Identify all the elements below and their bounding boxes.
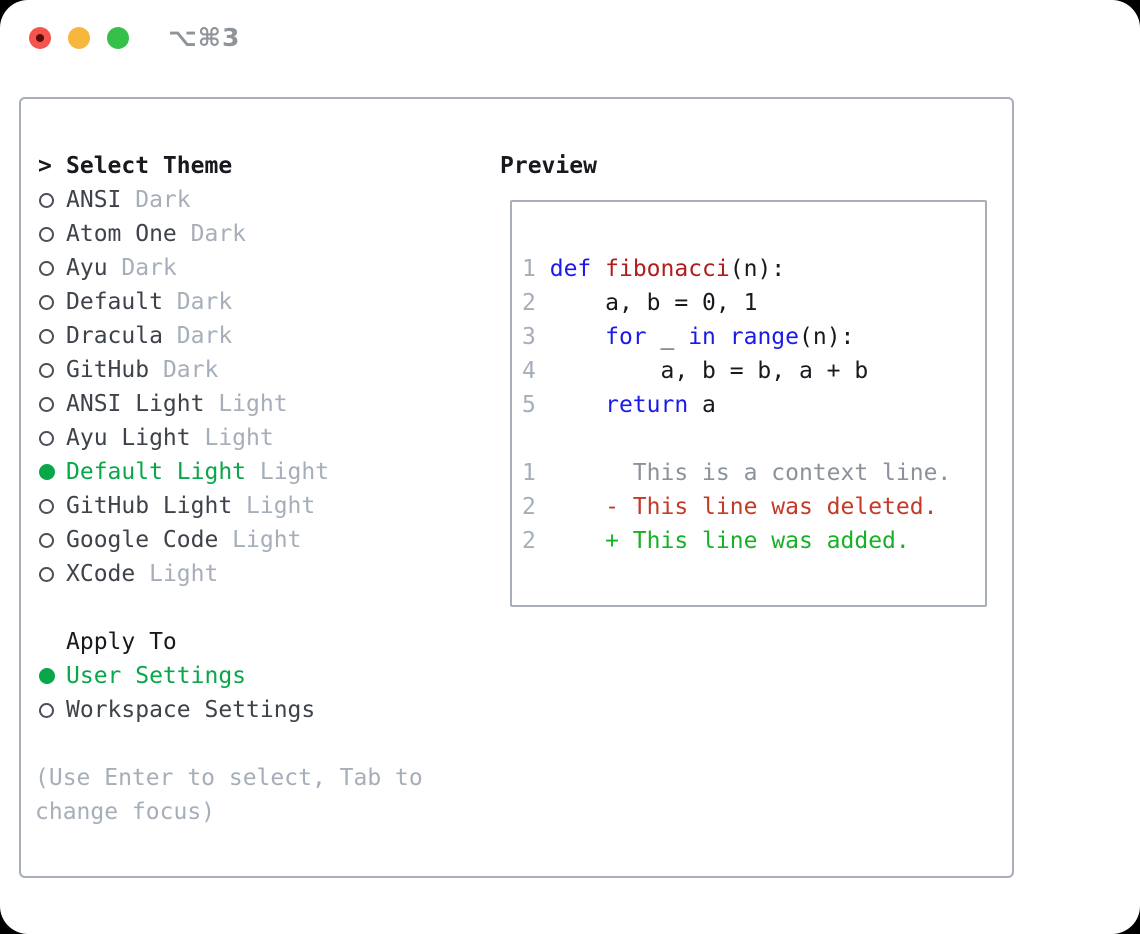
theme-option[interactable]: Ayu Dark	[38, 251, 500, 285]
radio-icon	[39, 430, 54, 446]
apply-option-label: User Settings	[66, 663, 247, 689]
theme-name: ANSI	[66, 187, 122, 213]
theme-name: Ayu	[66, 255, 108, 281]
radio-icon	[39, 566, 54, 582]
theme-option[interactable]: Default Dark	[38, 285, 500, 319]
preview-code-line: 5 return a	[522, 392, 716, 418]
theme-name: XCode	[66, 561, 136, 587]
theme-option[interactable]: Google Code Light	[38, 523, 500, 557]
preview-diff-added-line: 2 + This line was added.	[522, 528, 910, 554]
theme-variant: Dark	[176, 323, 233, 349]
theme-variant: Dark	[190, 221, 247, 247]
radio-icon	[39, 362, 54, 378]
preview-code-line: 1 def fibonacci(n):	[522, 256, 786, 282]
radio-icon	[39, 328, 54, 344]
theme-variant: Dark	[135, 187, 191, 213]
theme-variant: Light	[149, 561, 219, 587]
apply-option-label: Workspace Settings	[66, 697, 316, 723]
minimize-button[interactable]	[68, 27, 90, 49]
theme-name: Google Code	[66, 527, 219, 553]
theme-option[interactable]: Ayu Light Light	[38, 421, 500, 455]
theme-name: Default Light	[66, 459, 247, 485]
preview-code-line: 4 a, b = b, a + b	[522, 358, 869, 384]
radio-icon	[39, 226, 54, 242]
preview-diff-deleted-line: 2 - This line was deleted.	[522, 494, 938, 520]
theme-option[interactable]: Atom One Dark	[38, 217, 500, 251]
preview-code-line: 3 for _ in range(n):	[522, 324, 855, 350]
theme-variant: Dark	[121, 255, 177, 281]
list-gap	[38, 591, 500, 625]
theme-option[interactable]: ANSI Light Light	[38, 387, 500, 421]
theme-variant: Dark	[176, 289, 233, 315]
theme-name: Dracula	[66, 323, 163, 349]
list-gap	[38, 727, 500, 761]
theme-variant: Light	[259, 459, 330, 485]
unsaved-indicator-dot	[36, 34, 44, 42]
theme-variant: Light	[232, 527, 302, 553]
close-button[interactable]	[29, 27, 51, 49]
theme-name: Atom One	[66, 221, 177, 247]
theme-option[interactable]: XCode Light	[38, 557, 500, 591]
theme-picker-panel: > Select Theme ANSI Dark Atom One Dark A…	[19, 97, 1014, 878]
theme-option[interactable]: ANSI Dark	[38, 183, 500, 217]
radio-icon	[39, 294, 54, 310]
preview-code-line: 2 a, b = 0, 1	[522, 290, 758, 316]
theme-name: ANSI Light	[66, 391, 205, 417]
theme-option[interactable]: GitHub Dark	[38, 353, 500, 387]
theme-option[interactable]: Dracula Dark	[38, 319, 500, 353]
theme-name: Default	[66, 289, 163, 315]
apply-to-label: Apply To	[66, 629, 177, 655]
radio-icon	[39, 702, 54, 718]
zoom-button[interactable]	[107, 27, 129, 49]
theme-option[interactable]: Default Light Light	[38, 455, 500, 489]
usage-hint-line: change focus)	[35, 799, 216, 825]
usage-hint-line: (Use Enter to select, Tab to	[35, 765, 423, 791]
preview-pane: Preview 1 def fibonacci(n): 2 a, b = 0, …	[500, 149, 1012, 876]
window-title: ⌥⌘3	[168, 23, 241, 52]
preview-heading: Preview	[500, 153, 597, 179]
radio-icon	[39, 464, 55, 480]
theme-name: Ayu Light	[66, 425, 191, 451]
radio-icon	[39, 396, 54, 412]
theme-list: > Select Theme ANSI Dark Atom One Dark A…	[21, 149, 500, 876]
theme-variant: Light	[218, 391, 288, 417]
radio-icon	[39, 192, 54, 208]
radio-icon	[39, 668, 55, 684]
radio-icon	[39, 260, 54, 276]
preview-blank-line	[522, 422, 985, 456]
apply-to-header: Apply To	[38, 625, 500, 659]
apply-option[interactable]: User Settings	[38, 659, 500, 693]
theme-option[interactable]: GitHub Light Light	[38, 489, 500, 523]
theme-variant: Light	[204, 425, 274, 451]
radio-icon	[39, 532, 54, 548]
theme-name: GitHub Light	[66, 493, 233, 519]
select-theme-label: Select Theme	[66, 153, 233, 179]
traffic-lights	[29, 27, 129, 49]
theme-name: GitHub	[66, 357, 150, 383]
apply-option[interactable]: Workspace Settings	[38, 693, 500, 727]
preview-diff-context-line: 1 This is a context line.	[522, 460, 952, 486]
theme-variant: Light	[246, 493, 316, 519]
titlebar: ⌥⌘3	[0, 0, 1140, 97]
select-theme-header: > Select Theme	[38, 149, 500, 183]
preview-panel: 1 def fibonacci(n): 2 a, b = 0, 1 3 for …	[510, 200, 987, 607]
focus-cursor-icon: >	[38, 153, 52, 179]
radio-icon	[39, 498, 54, 514]
theme-variant: Dark	[162, 357, 219, 383]
